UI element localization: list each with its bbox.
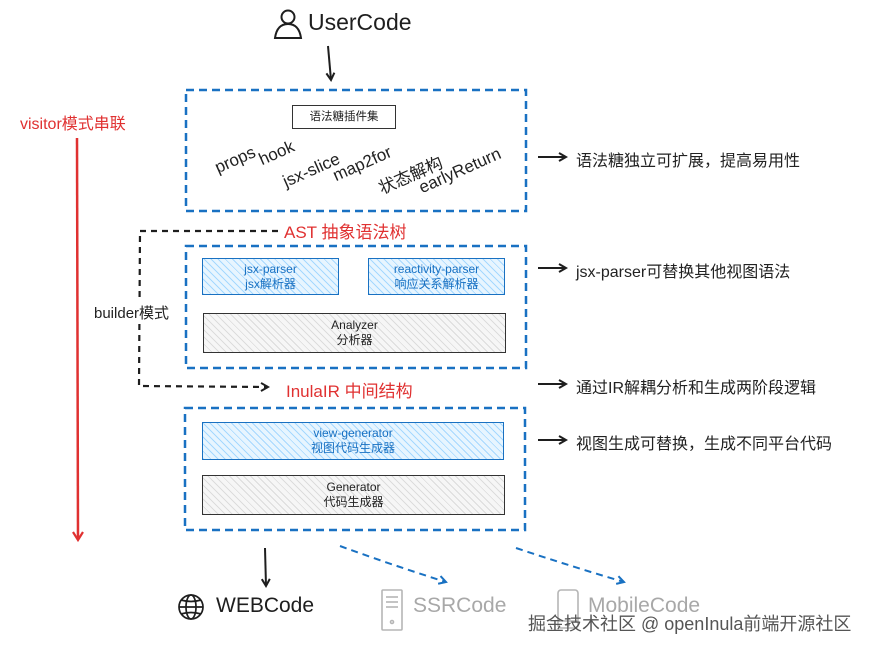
jsx-parser-name: jsx-parser (244, 261, 297, 276)
arrow-ssrcode (339, 545, 446, 582)
view-generator-box: view-generator 视图代码生成器 (202, 422, 504, 460)
note-sugar: 语法糖独立可扩展，提高易用性 (576, 153, 801, 170)
stage1-frame (184, 88, 528, 213)
watermark: 掘金技术社区 @ openInula前端开源社区 (528, 614, 852, 634)
usercode-label: UserCode (308, 9, 412, 35)
visitor-label: visitor模式串联 (20, 116, 126, 133)
reactivity-parser-name: reactivity-parser (393, 261, 480, 276)
globe-icon (178, 594, 204, 620)
ast-label: AST 抽象语法树 (284, 223, 407, 242)
analyzer-box: Analyzer 分析器 (203, 313, 506, 353)
note-jsx-parser: jsx-parser可替换其他视图语法 (576, 264, 791, 281)
stage3-frame (183, 406, 527, 532)
arrow-builder (137, 229, 278, 387)
output-ssrcode: SSRCode (413, 594, 507, 617)
arrow-usercode-down (328, 45, 331, 80)
builder-label: builder模式 (92, 302, 172, 323)
analyzer-desc: 分析器 (336, 333, 373, 347)
output-webcode: WEBCode (216, 594, 315, 617)
jsx-parser-desc: jsx解析器 (245, 276, 296, 291)
sugar-plugin-box: 语法糖插件集 (292, 105, 396, 129)
note-generator: 视图生成可替换，生成不同平台代码 (576, 436, 833, 453)
generator-name: Generator (326, 480, 381, 494)
note-ir: 通过IR解耦分析和生成两阶段逻辑 (576, 380, 817, 397)
user-icon (273, 9, 303, 39)
jsx-parser-box: jsx-parser jsx解析器 (202, 258, 339, 295)
reactivity-parser-desc: 响应关系解析器 (394, 276, 479, 291)
analyzer-name: Analyzer (331, 318, 378, 332)
generator-box: Generator 代码生成器 (202, 475, 505, 515)
server-icon (381, 589, 403, 631)
view-generator-desc: 视图代码生成器 (310, 441, 395, 455)
reactivity-parser-box: reactivity-parser 响应关系解析器 (368, 258, 505, 295)
arrow-mobilecode (515, 547, 624, 582)
output-mobilecode: MobileCode (588, 594, 701, 617)
generator-desc: 代码生成器 (323, 495, 384, 509)
stage2-frame (184, 244, 528, 370)
mobile-icon (557, 589, 579, 629)
arrow-webcode (265, 547, 266, 586)
view-generator-name: view-generator (313, 426, 393, 440)
arrow-visitor (72, 137, 84, 543)
ir-label: InulaIR 中间结构 (286, 382, 413, 401)
